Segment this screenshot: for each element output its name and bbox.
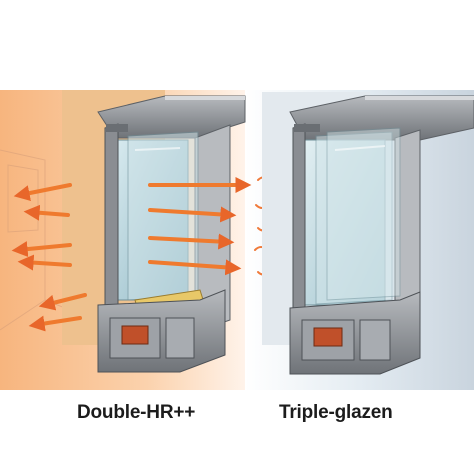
thermal-break [121,325,149,345]
triple-glazing-label: Triple-glazen [279,402,393,423]
double-glazing-window [62,90,246,373]
glass-pane-2 [315,131,393,305]
triple-glazing-window [262,92,474,375]
heat-loss-arrows [11,177,252,332]
double-glazing-label: Double-HR++ [77,402,196,423]
glass-pane-outer [127,131,199,301]
thermal-break-right [313,327,343,347]
glass-pane-3 [326,127,401,301]
